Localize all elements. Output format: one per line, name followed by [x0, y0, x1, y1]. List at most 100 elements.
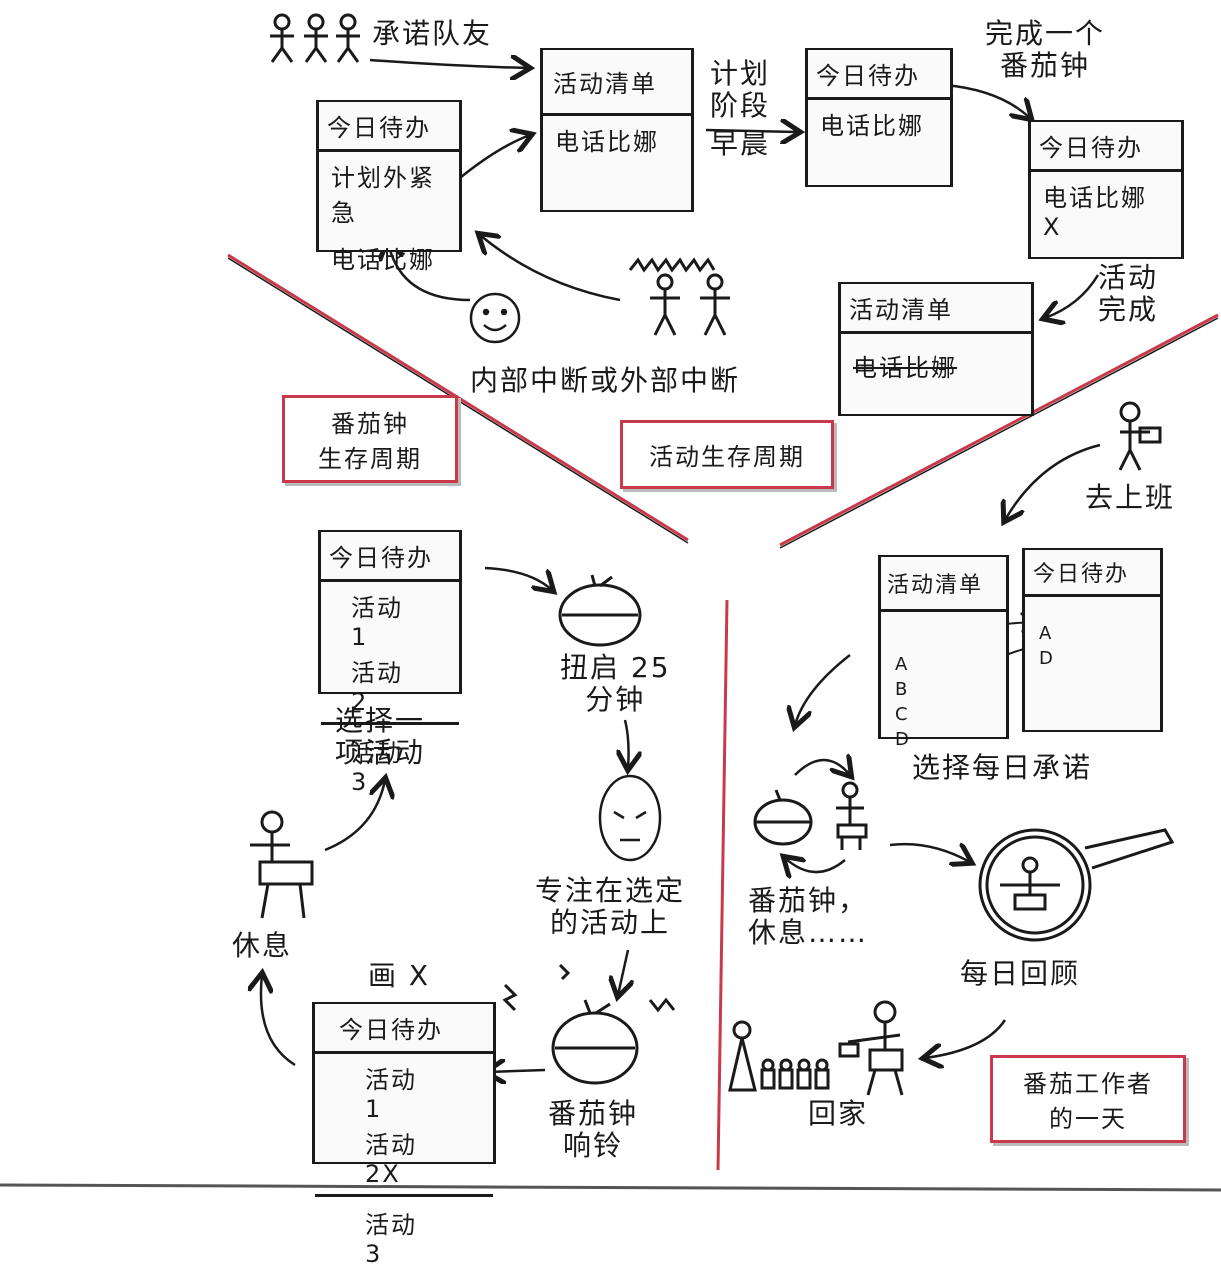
activity-done-label: 活动 完成: [1098, 261, 1159, 327]
go-to-work-label: 去上班: [1085, 481, 1176, 514]
family-icon: [728, 1020, 830, 1092]
card-row: C: [895, 704, 910, 725]
card-row: D: [895, 729, 911, 750]
pomodoro-rest-line2: 休息……: [748, 916, 869, 950]
todo-mark-card: 今日待办 活动 1 活动 2X 活动 3: [312, 1002, 496, 1268]
going-home-icon: [838, 1000, 904, 1096]
arrow-cycle-top: [794, 760, 850, 775]
pomodoro-lifecycle-line2: 生存周期: [318, 445, 422, 473]
wind-timer-line2: 分钟: [585, 683, 646, 717]
activity-done-line1: 活动: [1098, 261, 1159, 294]
card-head: 今日待办: [808, 50, 950, 100]
pomodoro-cycle-icon: [753, 781, 868, 850]
card-head: 今日待办: [315, 1004, 493, 1054]
card-row: 电话比娜: [820, 112, 924, 140]
inventory-card-done: 活动清单 电话比娜: [838, 282, 1034, 416]
todo-card-left: 今日待办 计划外紧急 电话比娜: [316, 100, 462, 274]
card-row: 电话比娜 X: [1043, 184, 1147, 241]
interrupters-icon: [628, 257, 730, 336]
card-row: 活动 1: [365, 1066, 417, 1123]
card-head: 活动清单: [841, 284, 1031, 334]
arrow-choose: [324, 780, 385, 852]
interruption-label: 内部中断或外部中断: [470, 364, 741, 397]
finish-pomodoro-line1: 完成一个: [985, 17, 1106, 50]
card-head: 今日待办: [1031, 122, 1181, 172]
tomato-timer-icon-ring: [502, 963, 676, 1085]
planning-stage-line2: 阶段: [710, 89, 771, 123]
card-row: 活动 3: [315, 1194, 493, 1276]
pomodoro-rest-line1: 番茄钟，: [748, 884, 869, 917]
ring-line1: 番茄钟: [548, 1097, 639, 1130]
choose-one-label: 选择一 项活动: [335, 704, 426, 770]
todo-card-right: 今日待办 电话比娜 X: [1028, 120, 1184, 259]
arrow-to-face: [625, 719, 629, 768]
planning-stage-label: 计划 阶段 早晨: [710, 57, 771, 161]
page-bottom-line: [0, 1183, 1221, 1192]
arrow-daily-to-pomo: [795, 654, 851, 725]
pomodoro-lifecycle-box: 番茄钟 生存周期: [282, 395, 458, 483]
card-row: 活动 2: [351, 659, 403, 716]
card-row-done: 电话比娜: [853, 354, 957, 382]
card-row: 活动 3: [321, 722, 459, 804]
daily-inventory-card: 活动清单 A B C D: [878, 555, 1009, 750]
focus-line2: 的活动上: [550, 906, 671, 940]
arrow-go-work: [1005, 443, 1101, 520]
divider-right: [779, 313, 1219, 547]
card-row: 计划外紧急: [331, 164, 435, 227]
divider-vertical: [716, 599, 729, 1171]
arrow-done: [1045, 274, 1100, 318]
arrow-focus: [618, 949, 628, 995]
daily-todo-card: 今日待办 A D: [1022, 548, 1163, 732]
divider-right-shadow: [779, 317, 1219, 549]
activity-done-line2: 完成: [1098, 293, 1159, 327]
inventory-card-top: 活动清单 电话比娜: [540, 48, 694, 212]
choose-one-line1: 选择一: [335, 704, 426, 737]
arrow-interrupt: [480, 235, 621, 302]
planning-stage-line1: 计划: [710, 57, 771, 90]
wind-timer-line1: 扭启 25: [560, 651, 671, 684]
todo-card-mid: 今日待办 电话比娜: [805, 48, 953, 187]
finish-pomodoro-label: 完成一个 番茄钟: [985, 17, 1106, 83]
pomodoro-lifecycle-line1: 番茄钟: [331, 410, 409, 438]
smiley-icon: [469, 292, 521, 344]
focused-face-icon: [598, 774, 662, 862]
arrow-home: [925, 1019, 1007, 1058]
card-head: 今日待办: [319, 102, 459, 152]
arrow-rest: [261, 975, 296, 1067]
arrow-review: [889, 844, 970, 862]
arrow-finish: [944, 83, 1030, 118]
card-row: 电话比娜: [331, 246, 435, 274]
card-head: 今日待办: [321, 532, 459, 582]
arrow-cycle-bottom: [785, 858, 846, 872]
arrow-smiley: [388, 242, 471, 302]
focus-label: 专注在选定 的活动上: [535, 874, 686, 940]
commit-teammates-label: 承诺队友: [372, 17, 493, 50]
focus-line1: 专注在选定: [535, 874, 686, 907]
card-row: 活动 2X: [365, 1131, 417, 1188]
planning-stage-line3: 早晨: [710, 127, 771, 161]
card-row: B: [895, 679, 910, 700]
worker-day-line2: 的一天: [1049, 1105, 1127, 1133]
draw-x-label: 画 X: [368, 959, 431, 992]
rest-label: 休息: [232, 929, 293, 962]
card-row: 电话比娜: [555, 128, 659, 156]
choose-daily-label: 选择每日承诺: [912, 751, 1093, 784]
finish-pomodoro-line2: 番茄钟: [1000, 49, 1091, 83]
divider-left-shadow: [227, 257, 689, 544]
arrow-ring: [488, 1070, 546, 1072]
tomato-timer-icon-top: [558, 574, 642, 647]
card-head: 活动清单: [881, 557, 1006, 612]
card-row: 活动 1: [351, 594, 403, 651]
worker-icon: [1118, 401, 1162, 471]
teammates-icon: [270, 13, 360, 63]
card-row: A: [1039, 623, 1054, 644]
choose-one-line2: 项活动: [335, 736, 426, 770]
card-row: D: [1039, 648, 1055, 669]
card-row: A: [895, 654, 910, 675]
divider-left: [227, 253, 689, 542]
activity-lifecycle-text: 活动生存周期: [649, 443, 805, 471]
diagram-canvas: [0, 13, 1221, 1192]
todo-choose-card: 今日待办 活动 1 活动 2 活动 3: [318, 530, 462, 796]
resting-person-icon: [250, 810, 314, 919]
worker-day-line1: 番茄工作者: [1023, 1070, 1153, 1098]
